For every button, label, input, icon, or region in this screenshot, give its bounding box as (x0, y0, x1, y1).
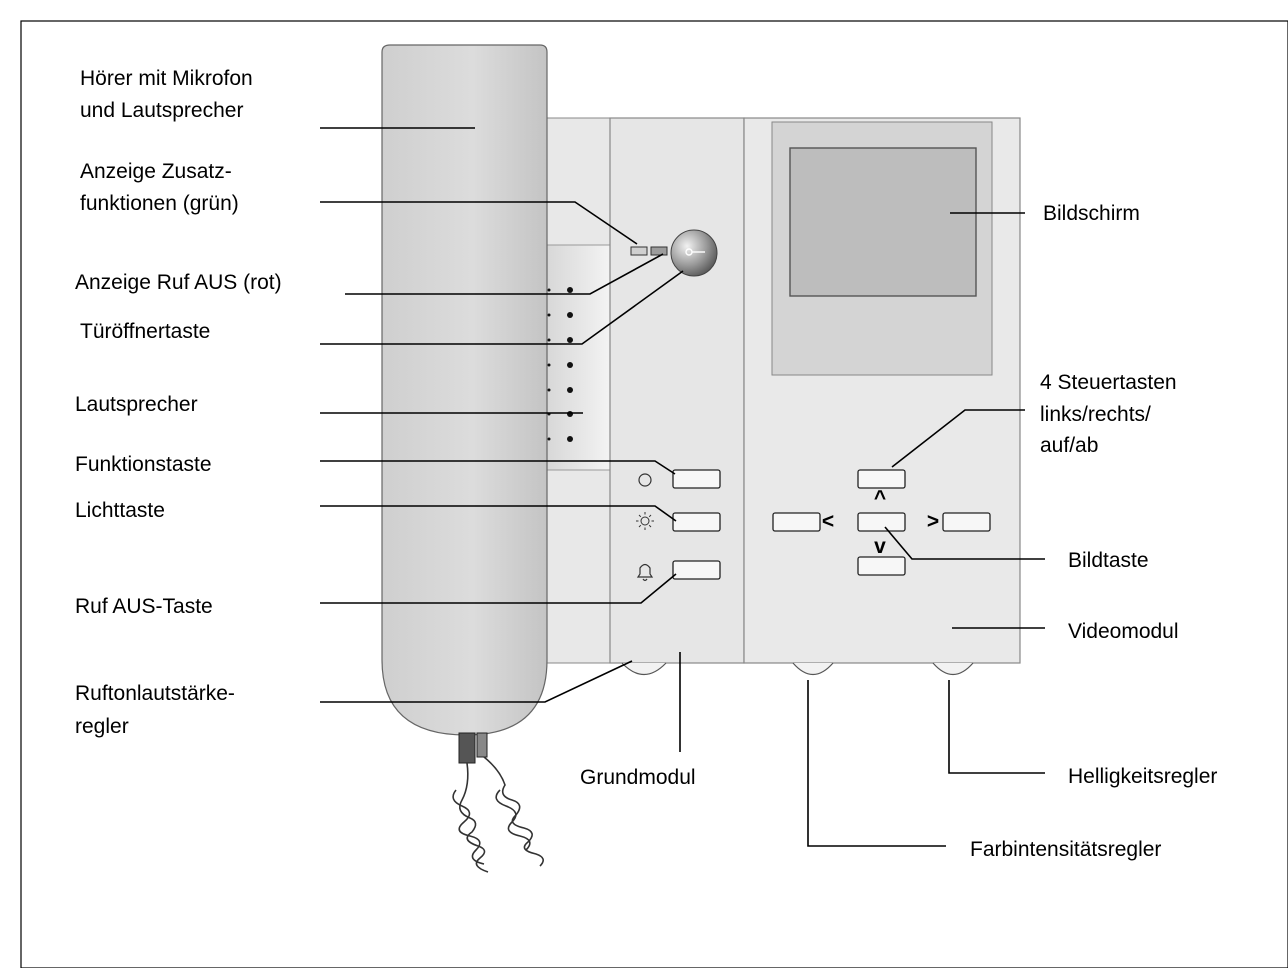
screen-display (789, 147, 977, 297)
label-speaker: Lautsprecher (75, 393, 198, 416)
left-arrow-glyph: < (822, 510, 834, 533)
label-brightness: Helligkeitsregler (1068, 765, 1217, 788)
function-key[interactable] (672, 469, 721, 489)
light-key[interactable] (672, 512, 721, 532)
label-door-opener: Türöffnertaste (80, 320, 210, 343)
label-handset-line1: Hörer mit Mikrofon (80, 67, 253, 90)
label-extra-functions-line2: funktionen (grün) (80, 192, 239, 215)
leader-picture-key (884, 526, 1045, 560)
label-control-keys-line3: auf/ab (1040, 434, 1098, 457)
function-icon (638, 473, 652, 487)
leader-control-keys (891, 409, 1025, 468)
leader-color-intensity (807, 680, 946, 847)
sun-icon (636, 512, 654, 530)
leader-call-off-indicator (345, 253, 664, 295)
red-indicator-led (650, 246, 668, 256)
picture-key[interactable] (857, 512, 906, 532)
label-light-key: Lichttaste (75, 499, 165, 522)
leader-ringtone-volume (320, 660, 633, 703)
label-handset-line2: und Lautsprecher (80, 99, 243, 122)
down-arrow-glyph: v (874, 535, 886, 558)
leader-door-opener (320, 270, 684, 345)
frame-border (20, 20, 1288, 968)
leader-function-key (320, 460, 676, 475)
leader-call-off-key (320, 573, 677, 604)
label-call-off-key: Ruf AUS-Taste (75, 595, 213, 618)
label-video-module: Videomodul (1068, 620, 1179, 643)
leader-lines (320, 127, 1045, 847)
label-screen: Bildschirm (1043, 202, 1140, 225)
brightness-knob[interactable] (932, 662, 974, 676)
label-call-off-indicator: Anzeige Ruf AUS (rot) (75, 271, 282, 294)
leader-extra-functions (320, 201, 638, 245)
green-indicator-led (630, 246, 648, 256)
key-icon (685, 248, 705, 256)
label-function-key: Funktionstaste (75, 453, 212, 476)
label-color-intensity: Farbintensitätsregler (970, 838, 1161, 861)
label-base-module: Grundmodul (580, 766, 696, 789)
label-control-keys-line2: links/rechts/ (1040, 403, 1151, 426)
up-key[interactable] (857, 469, 906, 489)
up-arrow-glyph: ^ (874, 487, 886, 510)
bell-icon (636, 563, 654, 582)
leader-brightness (948, 680, 1045, 774)
color-knob[interactable] (792, 662, 834, 676)
right-arrow-glyph: > (927, 510, 939, 533)
left-key[interactable] (772, 512, 821, 532)
door-opener-button[interactable] (670, 229, 718, 277)
leader-light-key (320, 505, 677, 522)
handset[interactable] (381, 44, 548, 736)
down-key[interactable] (857, 556, 906, 576)
handset-cord (452, 732, 544, 873)
speaker-holes (547, 287, 573, 442)
label-extra-functions-line1: Anzeige Zusatz- (80, 160, 232, 183)
label-ringtone-volume-line2: regler (75, 715, 129, 738)
label-control-keys-line1: 4 Steuertasten (1040, 371, 1177, 394)
right-key[interactable] (942, 512, 991, 532)
volume-knob[interactable] (621, 662, 667, 676)
label-picture-key: Bildtaste (1068, 549, 1149, 572)
label-ringtone-volume-line1: Ruftonlautstärke- (75, 682, 235, 705)
base-module (609, 117, 745, 664)
call-off-key[interactable] (672, 560, 721, 580)
